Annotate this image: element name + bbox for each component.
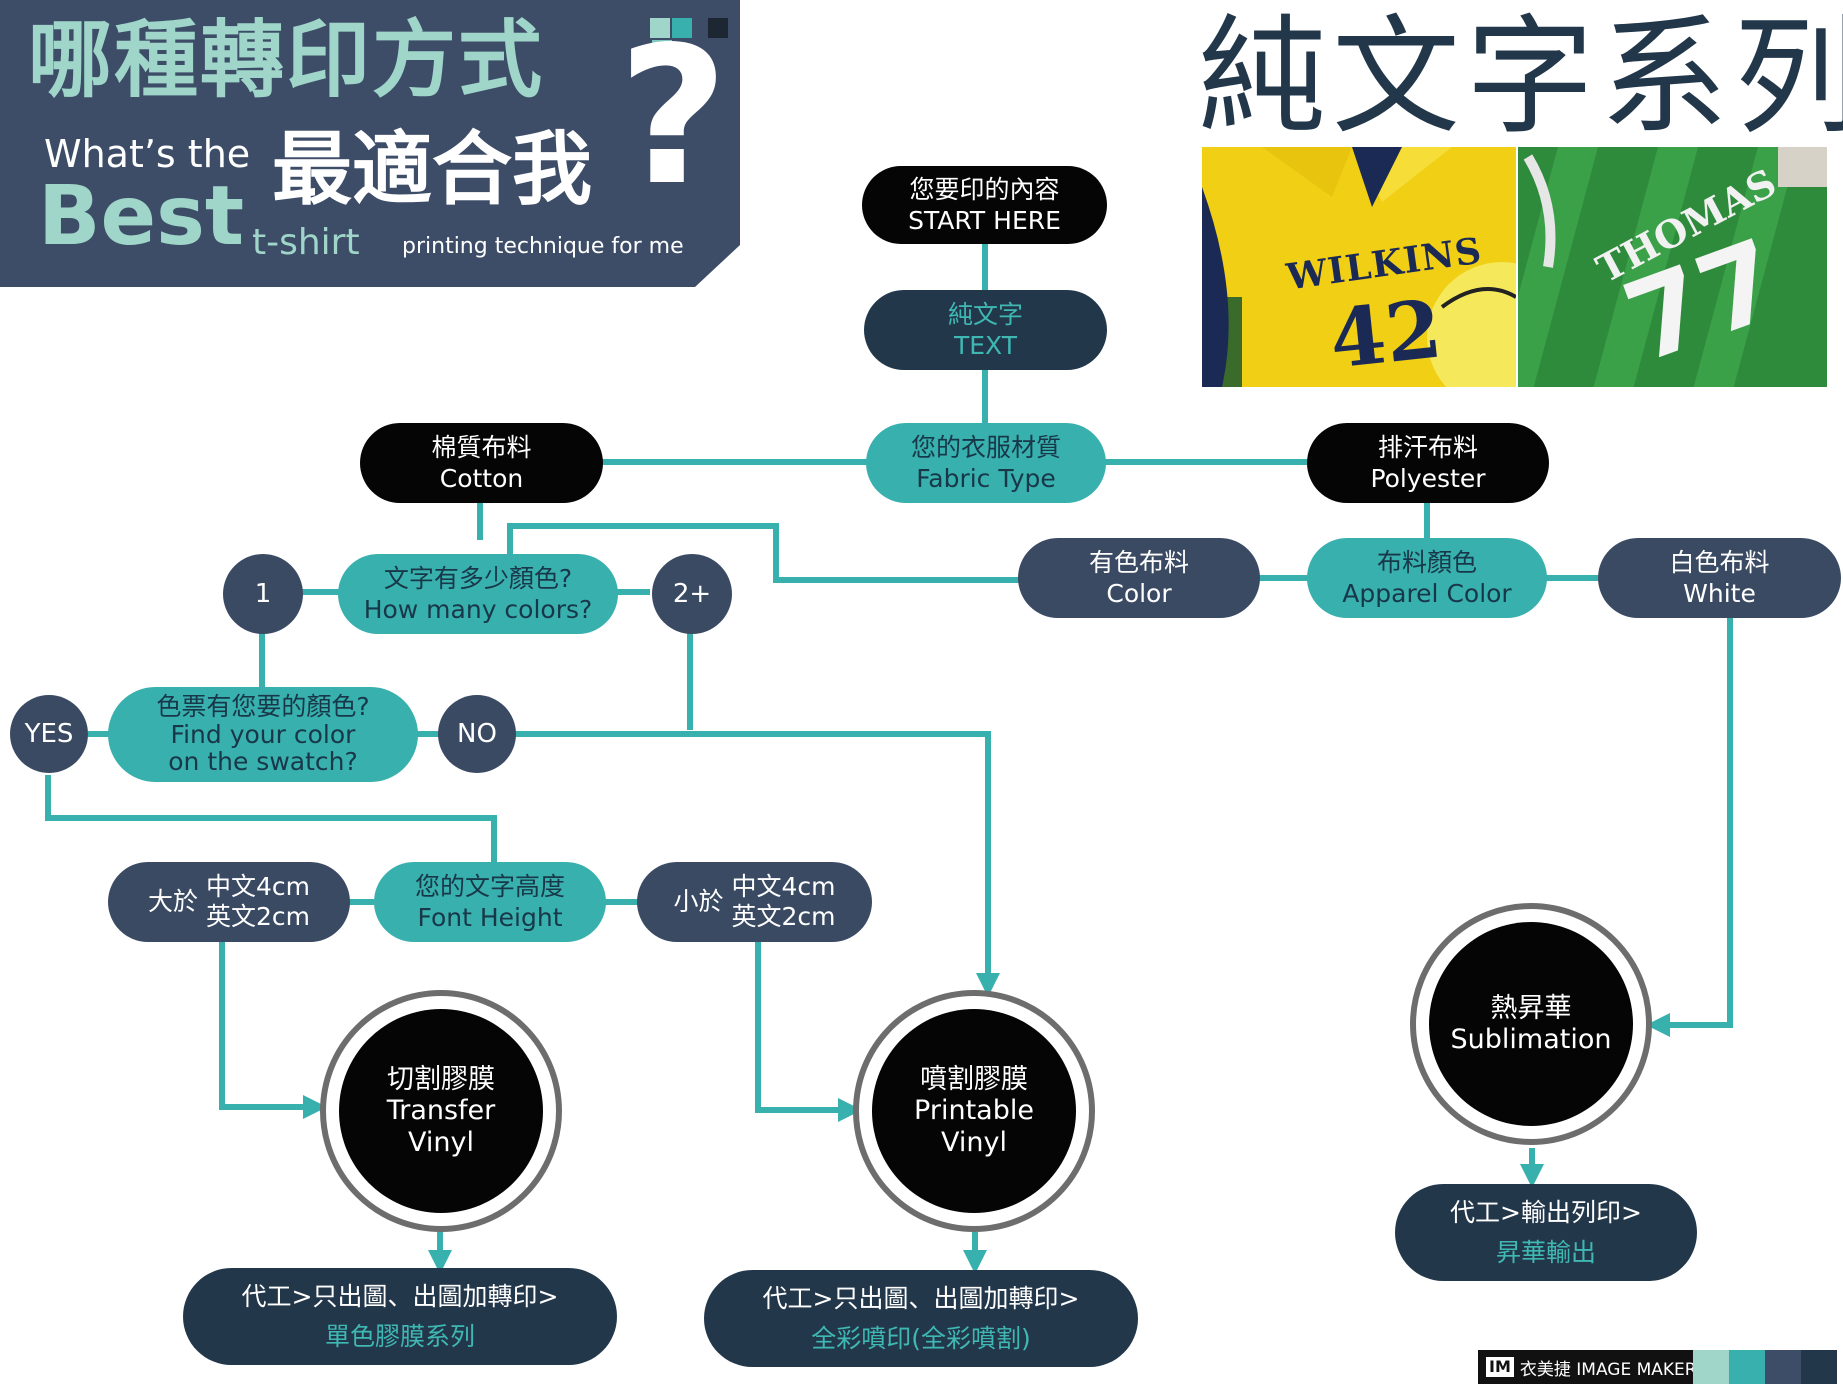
brand-name: 衣美捷 IMAGE MAKER bbox=[1519, 1359, 1697, 1380]
header-zh-title-2: 最適合我 bbox=[272, 123, 592, 216]
node-one-color: 1 bbox=[223, 554, 303, 634]
header-zh-title-1: 哪種轉印方式 bbox=[28, 11, 545, 109]
header-en-rest: printing technique for me bbox=[402, 234, 684, 259]
header-banner bbox=[0, 0, 740, 287]
brand-swatch-navy bbox=[1765, 1350, 1801, 1384]
result-transfer: 代工>只出圖、出圖加轉印> 單色膠膜系列 bbox=[183, 1268, 617, 1365]
photo-green-jersey: THOMAS 77 bbox=[1518, 147, 1827, 387]
photo-yellow-jersey: WILKINS 42 bbox=[1202, 147, 1516, 387]
series-title: 純文字系列 bbox=[1198, 3, 1843, 152]
header-question-mark: ? bbox=[618, 6, 729, 227]
brand-logo-mark: IM bbox=[1486, 1357, 1514, 1377]
brand-bar: IM 衣美捷 IMAGE MAKER bbox=[1478, 1350, 1697, 1384]
header-en-best: Best bbox=[38, 169, 245, 264]
node-two-plus-colors: 2+ bbox=[652, 554, 732, 634]
node-how-many-colors: 文字有多少顏色?How many colors? bbox=[338, 554, 618, 634]
node-no: NO bbox=[438, 695, 516, 773]
brand-swatch-dark bbox=[1801, 1350, 1837, 1384]
result-sublimation: 代工>輸出列印> 昇華輸出 bbox=[1395, 1184, 1697, 1281]
node-yes: YES bbox=[10, 695, 88, 773]
brand-swatch-teal bbox=[1729, 1350, 1765, 1384]
result-printable: 代工>只出圖、出圖加轉印> 全彩噴印(全彩噴割) bbox=[704, 1270, 1138, 1367]
header-en-whats: What’s the bbox=[44, 132, 251, 176]
header-en-tshirt: t-shirt bbox=[252, 222, 360, 263]
brand-swatch-mint bbox=[1693, 1350, 1729, 1384]
